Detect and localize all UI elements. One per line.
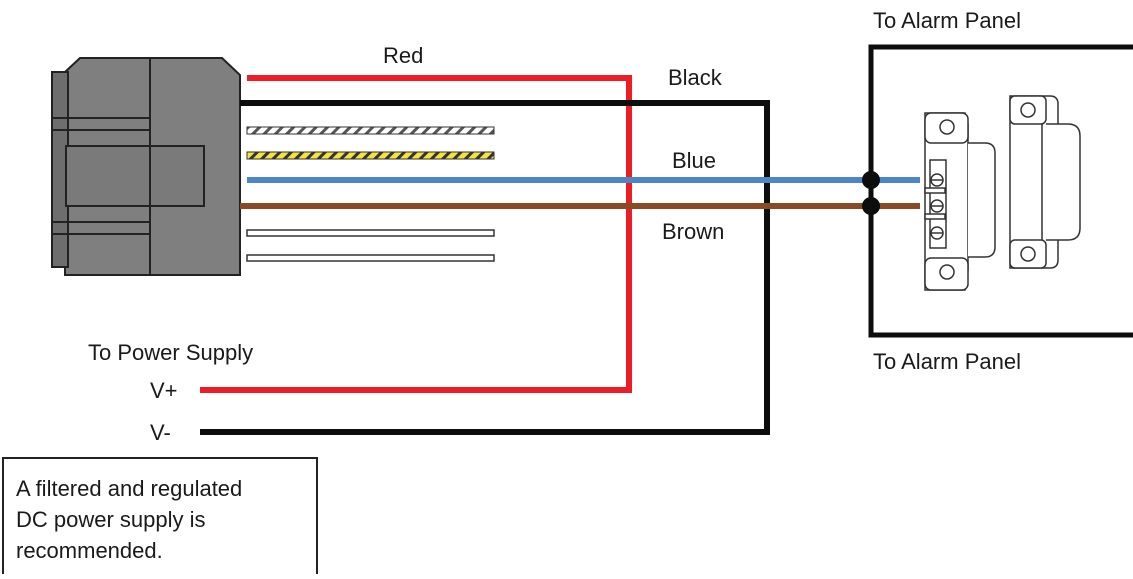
label-v-minus: V-: [150, 420, 171, 445]
black-wire: [200, 100, 770, 435]
label-to-alarm-panel-top: To Alarm Panel: [873, 8, 1021, 33]
white-wire-1: [246, 229, 495, 237]
junction-dot-blue: [862, 171, 880, 189]
alarm-panel-loop: [868, 44, 1133, 338]
label-to-alarm-panel-bottom: To Alarm Panel: [873, 349, 1021, 374]
terminal-connector: [924, 112, 996, 291]
label-v-plus: V+: [150, 378, 178, 403]
label-red: Red: [383, 43, 423, 68]
note-line-1: A filtered and regulated: [16, 476, 243, 501]
junction-dot-brown: [862, 197, 880, 215]
white-wire-2: [246, 254, 495, 262]
label-to-power-supply: To Power Supply: [88, 340, 253, 365]
sensor-connector: [51, 57, 241, 276]
gray-striped-wire: [246, 126, 495, 135]
power-supply-note: A filtered and regulated DC power supply…: [2, 457, 318, 574]
note-line-3: recommended.: [16, 538, 163, 563]
label-blue: Blue: [672, 148, 716, 173]
yellow-striped-wire: [246, 151, 495, 160]
note-line-2: DC power supply is: [16, 507, 206, 532]
magnet-housing: [1009, 95, 1081, 269]
unused-wires: [246, 126, 495, 262]
red-wire: [200, 75, 632, 393]
label-black: Black: [668, 65, 723, 90]
label-brown: Brown: [662, 219, 724, 244]
